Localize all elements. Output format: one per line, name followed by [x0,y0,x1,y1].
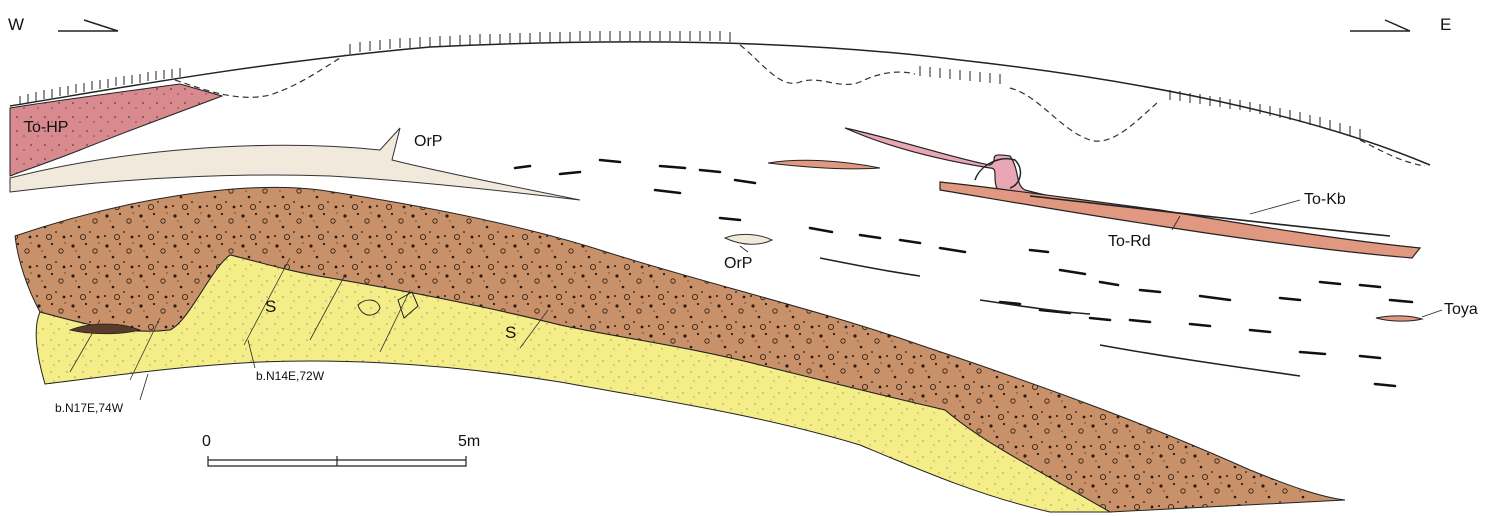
orp-lower-label: OrP [724,255,752,272]
sand-label-2: S [505,323,516,342]
to-hp-label: To-HP [24,119,68,136]
bedding-label-2: b.N17E,74W [55,401,124,415]
orp-pumice-lens-lower [725,234,772,244]
pit-center [740,45,915,84]
to-kb-label: To-Kb [1304,191,1346,208]
to-rd-band [940,182,1420,258]
soil-hatch-east [920,66,1360,139]
to-rd-label: To-Rd [1108,233,1151,250]
bedding-leader-2 [140,374,148,400]
pit-far-east [1360,140,1425,166]
pit-east [1010,88,1160,141]
to-kb-stringer [845,128,1320,236]
to-kb-leader [1250,200,1300,214]
sand-label-1: S [265,297,276,316]
east-arrow [1350,20,1410,31]
orp-upper-label: OrP [414,133,442,150]
east-label: E [1440,15,1451,34]
bedding-label-1: b.N14E,72W [256,369,325,383]
scale-bar: 0 5m [202,433,480,466]
scale-start-label: 0 [202,433,211,450]
toya-leader [1422,310,1442,317]
west-arrow [58,20,118,31]
toya-lens [1376,316,1422,321]
orp-lower-leader [740,246,748,252]
scale-end-label: 5m [458,433,480,450]
west-label: W [8,15,24,34]
toya-label: Toya [1444,301,1478,318]
to-rd-stringer-west [768,160,880,168]
